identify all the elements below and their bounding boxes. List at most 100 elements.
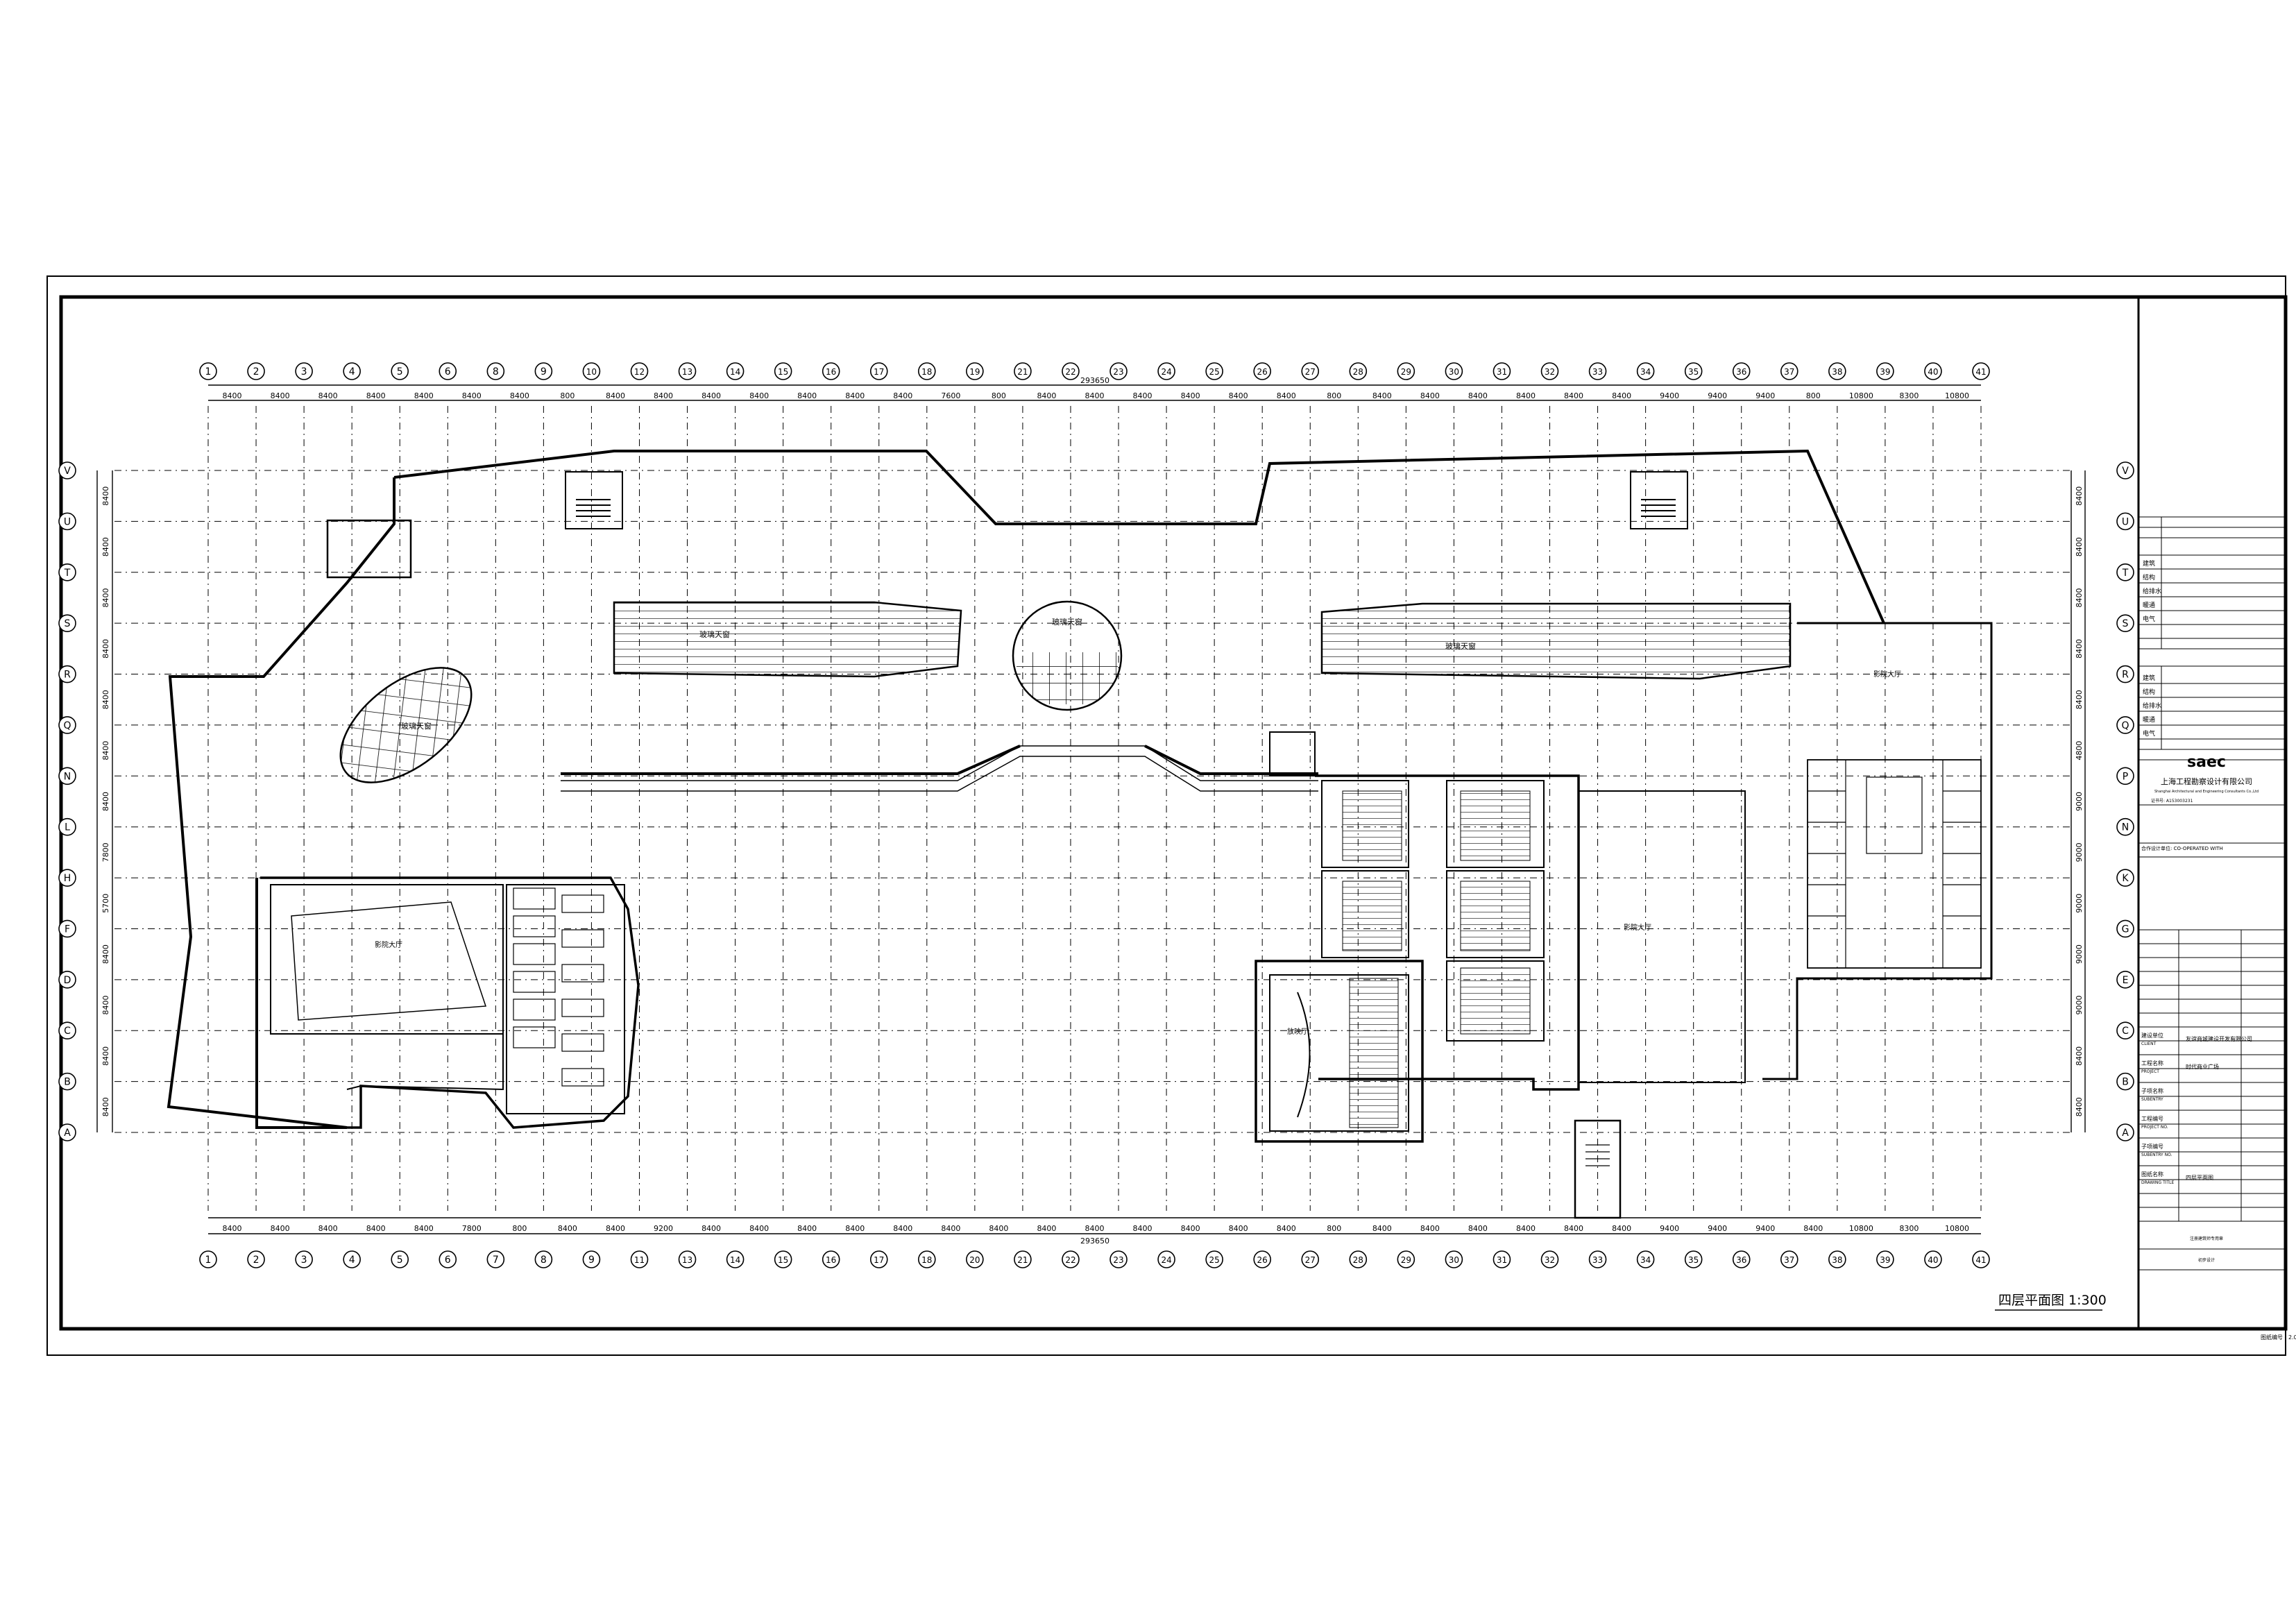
grid-bubble-top: 35: [1684, 362, 1703, 380]
grid-bubble-bottom: 17: [869, 1250, 888, 1268]
grid-bubble-top: 8: [486, 362, 505, 380]
grid-bubble-top: 33: [1588, 362, 1607, 380]
dim-top: 7600: [941, 391, 960, 400]
grid-bubble-right: T: [2116, 563, 2134, 581]
svg-text:29: 29: [1401, 367, 1411, 377]
svg-text:28: 28: [1353, 1255, 1363, 1265]
grid-bubble-left: N: [58, 767, 76, 785]
svg-text:11: 11: [634, 1255, 645, 1265]
grid-bubble-top: 36: [1732, 362, 1751, 380]
svg-text:Q: Q: [2121, 720, 2129, 731]
svg-text:18: 18: [921, 367, 932, 377]
grid-bubble-bottom: 38: [1828, 1250, 1846, 1268]
left-wing-washrooms: [513, 887, 604, 1087]
dim-top: 800: [1327, 391, 1341, 400]
grid-bubble-left: F: [58, 919, 76, 938]
dim-bottom: 8400: [797, 1224, 817, 1233]
dim-bottom: 8400: [414, 1224, 434, 1233]
dim-top: 8400: [1516, 391, 1536, 400]
grid-bubble-bottom: 26: [1253, 1250, 1271, 1268]
grid-bubble-bottom: 2: [247, 1250, 265, 1268]
dim-top: 8400: [1612, 391, 1631, 400]
svg-text:16: 16: [826, 1255, 836, 1265]
dim-bottom: 800: [1327, 1224, 1341, 1233]
grid-bubble-left: A: [58, 1123, 76, 1141]
grid-bubble-top: 25: [1205, 362, 1223, 380]
grid-bubble-bottom: 20: [966, 1250, 984, 1268]
grid-bubble-left: S: [58, 614, 76, 632]
dim-bottom: 8400: [366, 1224, 386, 1233]
dim-bottom: 8400: [1564, 1224, 1583, 1233]
svg-text:14: 14: [730, 367, 740, 377]
stair-core-top-right: [1630, 471, 1688, 529]
svg-text:32: 32: [1545, 1255, 1555, 1265]
dim-left: 8400: [101, 792, 110, 811]
dim-top: 8400: [271, 391, 290, 400]
svg-text:25: 25: [1209, 367, 1219, 377]
dim-top: 8400: [1277, 391, 1296, 400]
svg-text:10: 10: [586, 367, 597, 377]
dim-top: 8400: [845, 391, 865, 400]
svg-text:26: 26: [1257, 367, 1268, 377]
grid-bubble-top: 1: [199, 362, 217, 380]
dim-right: 8400: [2075, 588, 2084, 607]
dim-bottom: 8400: [1803, 1224, 1823, 1233]
grid-bubble-right: Q: [2116, 716, 2134, 734]
svg-text:2: 2: [253, 1255, 260, 1266]
stair-core-top-left: [565, 471, 623, 529]
dim-bottom: 8400: [271, 1224, 290, 1233]
dim-top: 8400: [654, 391, 673, 400]
grid-bubble-top: 18: [918, 362, 936, 380]
grid-bubble-top: 16: [822, 362, 840, 380]
svg-text:8: 8: [541, 1255, 547, 1266]
dim-left: 8400: [101, 690, 110, 709]
grid-bubble-top: 9: [534, 362, 553, 380]
grid-bubble-top: 6: [439, 362, 457, 380]
building-outline: [167, 449, 1885, 1129]
field-label-cn: 工程名称: [2141, 1060, 2163, 1067]
svg-text:24: 24: [1161, 1255, 1171, 1265]
field-label-en: SUBENTRY NO.: [2141, 1153, 2172, 1157]
svg-text:K: K: [2122, 873, 2129, 884]
svg-text:36: 36: [1736, 1255, 1746, 1265]
grid-bubble-bottom: 4: [343, 1250, 361, 1268]
dim-top: 8400: [1133, 391, 1153, 400]
footer-caption: 初步设计: [2198, 1257, 2215, 1263]
dim-left: 5700: [101, 894, 110, 913]
grid-bubble-top: 15: [774, 362, 792, 380]
dim-top: 8400: [1229, 391, 1248, 400]
grid-bubble-right: S: [2116, 614, 2134, 632]
grid-bubble-bottom: 14: [726, 1250, 745, 1268]
dim-right: 9000: [2075, 996, 2084, 1015]
svg-text:4: 4: [349, 1255, 355, 1266]
grid-bubble-bottom: 24: [1157, 1250, 1175, 1268]
dim-left: 8400: [101, 588, 110, 607]
grid-bubble-top: 24: [1157, 362, 1175, 380]
dim-top: 8400: [1181, 391, 1200, 400]
field-label-cn: 子项编号: [2141, 1143, 2163, 1150]
ellipse-skylight-label: 玻璃天窗: [401, 721, 432, 731]
svg-text:13: 13: [682, 367, 692, 377]
grid-bubble-bottom: 21: [1014, 1250, 1032, 1268]
grid-bubble-bottom: 30: [1445, 1250, 1463, 1268]
dim-left: 8400: [101, 1097, 110, 1116]
dim-bottom: 8400: [1085, 1224, 1105, 1233]
dim-left: 8400: [101, 639, 110, 658]
dim-bottom: 7800: [462, 1224, 482, 1233]
company-name-en: Shanghai Architectural and Engineering C…: [2154, 790, 2259, 794]
dim-bottom: 8400: [1372, 1224, 1392, 1233]
svg-text:F: F: [65, 924, 70, 935]
svg-text:D: D: [64, 975, 71, 986]
svg-text:18: 18: [921, 1255, 932, 1265]
svg-text:15: 15: [778, 1255, 788, 1265]
grid-bubble-bottom: 27: [1301, 1250, 1320, 1268]
svg-text:41: 41: [1975, 367, 1986, 377]
dim-bottom: 8400: [1037, 1224, 1056, 1233]
grid-bubble-top: 14: [726, 362, 745, 380]
signoff-row-label: 结构: [2143, 573, 2155, 581]
circle-skylight-label: 玻璃天窗: [1052, 617, 1082, 627]
dim-bottom: 9400: [1660, 1224, 1679, 1233]
field-value: 四层平面图: [2186, 1175, 2213, 1181]
dimension-lines: [96, 384, 2086, 1234]
